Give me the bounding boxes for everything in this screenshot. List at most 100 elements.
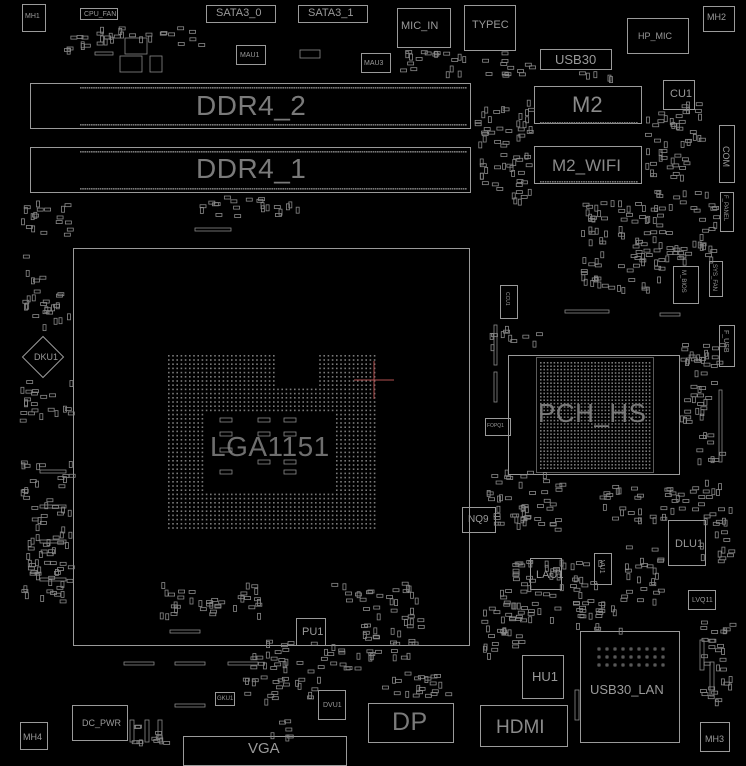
smd-pad bbox=[462, 56, 467, 64]
cpu-pin bbox=[298, 397, 300, 399]
dimm-contact bbox=[91, 151, 93, 153]
cpu-pin bbox=[180, 451, 183, 454]
pch-ball bbox=[591, 409, 593, 412]
smd-pad bbox=[390, 649, 398, 653]
pch-ball bbox=[642, 423, 644, 425]
dimm-contact bbox=[183, 124, 185, 126]
dimm-contact bbox=[355, 188, 357, 190]
dimm-contact bbox=[128, 124, 130, 126]
cpu-pin bbox=[243, 506, 246, 508]
smd-pad bbox=[415, 57, 423, 61]
pch-ball bbox=[557, 433, 559, 435]
dimm-contact bbox=[392, 87, 394, 89]
cpu-pin bbox=[357, 401, 359, 403]
smd-pad bbox=[520, 504, 525, 512]
pch-ball bbox=[638, 382, 641, 384]
m2-wifi-slot bbox=[534, 146, 642, 184]
pch-ball bbox=[567, 368, 569, 371]
smd-pad bbox=[488, 606, 496, 611]
pch-ball bbox=[631, 436, 634, 439]
dimm-contact bbox=[324, 124, 326, 126]
pad bbox=[659, 312, 681, 317]
dimm-contact bbox=[407, 151, 410, 153]
smd-pad bbox=[376, 593, 384, 598]
dimm-contact bbox=[176, 87, 179, 89]
cpu-pin bbox=[180, 380, 183, 382]
smd-pad bbox=[697, 385, 702, 393]
cpu-pin bbox=[235, 380, 237, 382]
pch-ball bbox=[614, 423, 617, 425]
dimm-contact bbox=[234, 188, 236, 190]
dimm-contact bbox=[82, 87, 84, 89]
pch-ball bbox=[642, 464, 644, 466]
smd-pad bbox=[104, 35, 112, 40]
pch-ball bbox=[635, 385, 637, 388]
smd-pad bbox=[698, 137, 706, 142]
cpu-pin bbox=[369, 455, 372, 458]
smd-pad bbox=[21, 218, 25, 226]
smd-pad bbox=[697, 402, 705, 406]
cpu-pin bbox=[264, 401, 267, 403]
cpu-pin bbox=[373, 380, 376, 382]
dimm-contact bbox=[201, 124, 203, 126]
smd-pad bbox=[502, 162, 506, 170]
cpu-pin bbox=[369, 506, 372, 508]
cpu-pin bbox=[294, 392, 296, 395]
smd-pad bbox=[626, 212, 633, 217]
smd-pad bbox=[512, 159, 517, 166]
smd-pad bbox=[528, 560, 533, 568]
pch-ball bbox=[625, 443, 627, 446]
pch-ball bbox=[567, 396, 569, 398]
cpu-pin bbox=[373, 489, 376, 491]
cpu-pin bbox=[315, 388, 317, 391]
dimm-contact bbox=[95, 151, 97, 153]
pch-ball bbox=[604, 379, 607, 381]
pch-ball bbox=[648, 433, 651, 435]
pch-ball bbox=[543, 443, 545, 446]
pch-ball bbox=[594, 375, 596, 378]
pch-ball bbox=[553, 372, 556, 374]
smd-pad bbox=[31, 517, 39, 522]
pch-ball bbox=[618, 453, 620, 456]
cpu-pin bbox=[365, 422, 367, 424]
pch-ball bbox=[604, 396, 607, 398]
dimm-contact bbox=[119, 124, 122, 126]
m2-wifi-contact bbox=[556, 181, 559, 183]
m2-label: M2 bbox=[572, 92, 603, 117]
cpu-pin bbox=[352, 434, 355, 437]
cpu-pin bbox=[361, 367, 363, 370]
pch-ball bbox=[594, 399, 596, 401]
cpu-pin bbox=[369, 489, 372, 491]
cpu-pin bbox=[172, 443, 174, 445]
smd-pad bbox=[705, 495, 713, 499]
smd-pad bbox=[339, 662, 347, 667]
dimm-contact bbox=[286, 188, 289, 190]
cpu-pin bbox=[352, 422, 355, 424]
dimm-contact bbox=[163, 124, 166, 126]
pch-ball bbox=[557, 453, 559, 456]
cpu-pin bbox=[373, 392, 376, 395]
dimm-contact bbox=[293, 124, 295, 126]
smd-pad bbox=[170, 612, 178, 616]
pch-ball bbox=[625, 464, 627, 466]
smd-pad bbox=[549, 522, 557, 527]
smd-pad bbox=[410, 67, 418, 72]
cpu-pin bbox=[268, 518, 271, 521]
pch-ball bbox=[584, 402, 586, 405]
cpu-pin bbox=[168, 514, 170, 517]
dimm-contact bbox=[264, 188, 267, 190]
cpu-pin bbox=[189, 481, 191, 483]
cpu-pin bbox=[231, 518, 233, 521]
cpu-pin bbox=[189, 523, 191, 525]
dimm-contact bbox=[253, 124, 256, 126]
cpu-pin bbox=[168, 397, 170, 399]
pch-ball bbox=[540, 392, 542, 395]
pch-ball bbox=[614, 453, 617, 456]
dimm-contact bbox=[161, 124, 163, 126]
cpu-pin bbox=[361, 380, 363, 382]
pch-ball bbox=[648, 413, 651, 415]
dimm-contact bbox=[324, 151, 326, 153]
pch-ball bbox=[570, 375, 573, 378]
pch-ball bbox=[601, 464, 603, 466]
pch-ball bbox=[648, 372, 651, 374]
